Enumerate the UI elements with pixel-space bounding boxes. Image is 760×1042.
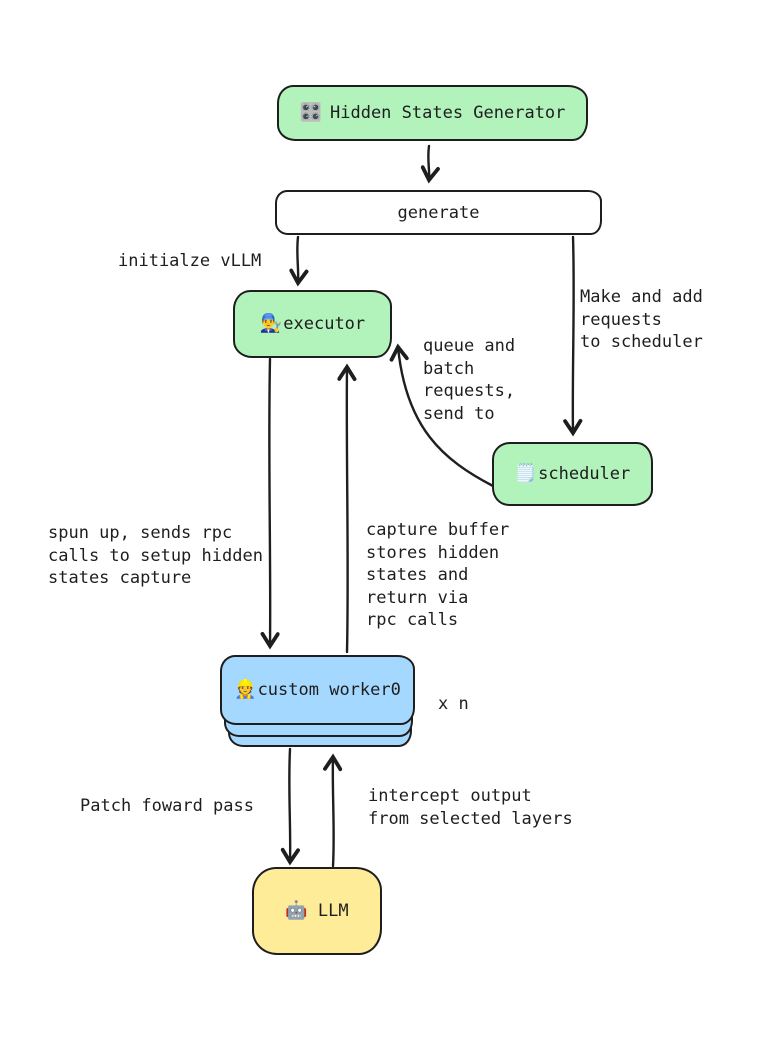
notepad-icon: 🗒️	[514, 463, 538, 484]
annotation-worker-multiplier: x n	[438, 694, 469, 714]
arrow-worker-to-llm	[280, 747, 300, 866]
arrow-generator-to-generate	[420, 144, 440, 184]
arrow-worker-to-executor	[337, 363, 357, 654]
arrow-scheduler-to-executor	[389, 343, 495, 488]
mechanic-icon: 👨‍🔧	[259, 313, 283, 334]
node-executor: 👨‍🔧 executor	[233, 290, 392, 358]
node-custom-worker: 👷 custom worker0	[220, 655, 415, 725]
annotation-capture-buffer: capture buffer stores hidden states and …	[366, 520, 510, 630]
annotation-queue-batch-requests: queue and batch requests, send to	[423, 336, 516, 424]
annotation-patch-forward-pass: Patch foward pass	[80, 796, 254, 816]
node-generate: generate	[275, 190, 602, 235]
robot-icon: 🤖	[285, 900, 308, 921]
construction-worker-icon: 👷	[234, 679, 257, 700]
node-custom-worker-label: custom worker0	[257, 680, 401, 700]
node-scheduler: 🗒️ scheduler	[492, 442, 653, 506]
node-hidden-states-generator: 🎛️ Hidden States Generator	[277, 85, 588, 141]
node-llm-label: LLM	[317, 901, 349, 921]
arrow-llm-to-worker	[323, 753, 343, 868]
node-hidden-states-generator-label: Hidden States Generator	[330, 103, 566, 123]
annotation-initialize-vllm: initialze vLLM	[118, 251, 262, 271]
arrow-executor-to-worker	[260, 357, 280, 650]
control-knobs-icon: 🎛️	[299, 102, 322, 123]
node-scheduler-label: scheduler	[538, 464, 631, 484]
node-executor-label: executor	[283, 314, 366, 334]
annotation-intercept-output: intercept output from selected layers	[368, 786, 573, 829]
annotation-make-add-requests: Make and add requests to scheduler	[580, 287, 703, 352]
node-generate-label: generate	[397, 202, 480, 223]
annotation-spun-up-rpc: spun up, sends rpc calls to setup hidden…	[48, 523, 263, 588]
arrow-generate-to-executor	[289, 235, 309, 287]
node-llm: 🤖 LLM	[252, 867, 382, 955]
arrow-generate-to-scheduler	[563, 235, 583, 437]
